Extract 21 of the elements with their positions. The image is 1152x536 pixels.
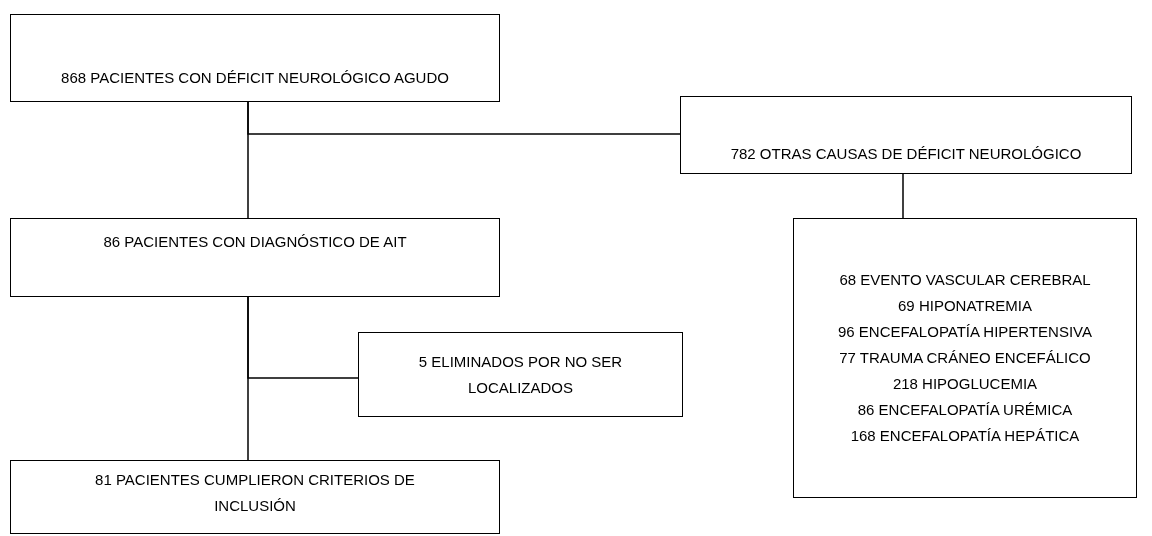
process-box: [10, 460, 500, 534]
box-text: 81 PACIENTES CUMPLIERON CRITERIOS DE INCLUSIÓN: [94, 470, 416, 516]
process-box: [10, 14, 500, 102]
box-text: 69 HIPONATREMIA: [898, 296, 1032, 316]
process-box: [10, 218, 500, 297]
box-text: 218 HIPOGLUCEMIA: [892, 374, 1038, 394]
connector-line: [247, 101, 681, 135]
box-text: 86 ENCEFALOPATÍA URÉMICA: [857, 400, 1073, 420]
process-box: [680, 96, 1132, 174]
box-text: 782 OTRAS CAUSAS DE DÉFICIT NEUROLÓGICO: [730, 144, 1082, 164]
box-text: 68 EVENTO VASCULAR CEREBRAL: [839, 270, 1091, 290]
process-box: [358, 332, 683, 417]
box-text: 168 ENCEFALOPATÍA HEPÁTICA: [850, 426, 1080, 446]
connector-line: [902, 173, 904, 219]
box-text: 86 PACIENTES CON DIAGNÓSTICO DE AIT: [103, 232, 407, 252]
box-text: 96 ENCEFALOPATÍA HIPERTENSIVA: [838, 322, 1092, 342]
process-box: [793, 218, 1137, 498]
box-text: 77 TRAUMA CRÁNEO ENCEFÁLICO: [839, 348, 1091, 368]
box-text: 5 ELIMINADOS POR NO SER LOCALIZADOS: [417, 351, 624, 398]
box-text: 868 PACIENTES CON DÉFICIT NEUROLÓGICO AGUDO: [61, 68, 449, 88]
connector-line: [247, 296, 359, 379]
